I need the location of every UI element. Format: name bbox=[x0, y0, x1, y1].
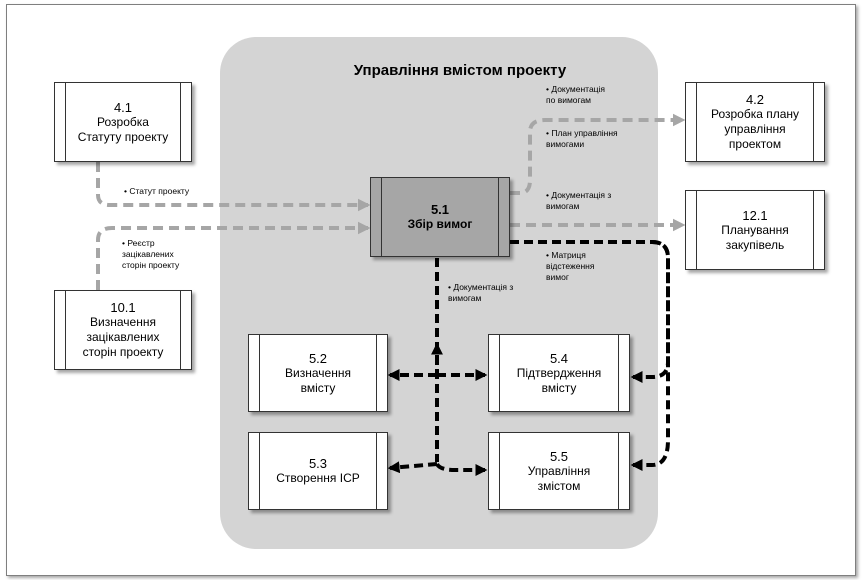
process-10-1: 10.1 Визначення зацікавлених сторін прое… bbox=[54, 290, 192, 370]
process-5-3: 5.3 Створення ІСР bbox=[248, 432, 388, 510]
arrow-register-to-5-1 bbox=[96, 221, 371, 290]
note-charter: • Статут проекту bbox=[124, 186, 190, 196]
process-4-1: 4.1 Розробка Статуту проекту bbox=[54, 82, 192, 162]
process-5-4: 5.4 Підтвердження вмісту bbox=[488, 334, 630, 412]
process-number: 5.4 bbox=[549, 350, 569, 366]
process-12-1: 12.1 Планування закупівель bbox=[685, 190, 825, 270]
process-number: 5.1 bbox=[430, 202, 450, 217]
process-4-2: 4.2 Розробка плану управління проектом bbox=[685, 82, 825, 162]
arrow-charter-to-5-1 bbox=[96, 162, 371, 212]
note-requirements-doc-1: • Документація по вимогам bbox=[546, 84, 606, 105]
process-number: 10.1 bbox=[110, 300, 136, 315]
note-stakeholder-register: • Реєстр зацікавлених сторін проекту bbox=[122, 238, 180, 270]
arrow-5-1-to-4-2 bbox=[510, 113, 686, 195]
process-label: Розробка Статуту проекту bbox=[77, 114, 169, 144]
process-5-2: 5.2 Визначення вмісту bbox=[248, 334, 388, 412]
process-label: Створення ІСР bbox=[276, 471, 360, 485]
process-number: 4.2 bbox=[745, 92, 765, 107]
arrow-5-1-to-5-5-right bbox=[630, 240, 670, 471]
arrow-to-5-3 bbox=[387, 461, 438, 474]
process-label: Визначення зацікавлених сторін проекту bbox=[82, 315, 164, 359]
process-label: Розробка плану управління проектом bbox=[710, 107, 800, 151]
process-label: Визначення вмісту bbox=[285, 365, 351, 395]
process-number: 5.2 bbox=[308, 350, 328, 366]
note-requirements-doc-2: • Документація з вимогам bbox=[546, 190, 612, 211]
note-requirements-plan: • План управління вимогами bbox=[546, 128, 618, 149]
process-label: Збір вимог bbox=[407, 217, 473, 231]
process-number: 12.1 bbox=[742, 207, 768, 223]
process-number: 4.1 bbox=[113, 99, 133, 115]
process-number: 5.5 bbox=[549, 448, 569, 464]
panel-title: Управління вмістом проекту bbox=[353, 62, 567, 79]
arrow-to-5-5 bbox=[435, 462, 488, 476]
process-label: Підтвердження вмісту bbox=[516, 365, 602, 395]
process-5-5: 5.5 Управління змістом bbox=[488, 432, 630, 510]
process-number: 5.3 bbox=[308, 456, 328, 471]
note-requirements-doc-3: • Документація з вимогам bbox=[448, 282, 514, 303]
process-label: Управління змістом bbox=[527, 463, 591, 493]
note-traceability-matrix: • Матриця відстеження вимог bbox=[546, 250, 595, 282]
process-label: Планування закупівель bbox=[721, 222, 789, 252]
process-5-1: 5.1 Збір вимог bbox=[370, 177, 510, 257]
